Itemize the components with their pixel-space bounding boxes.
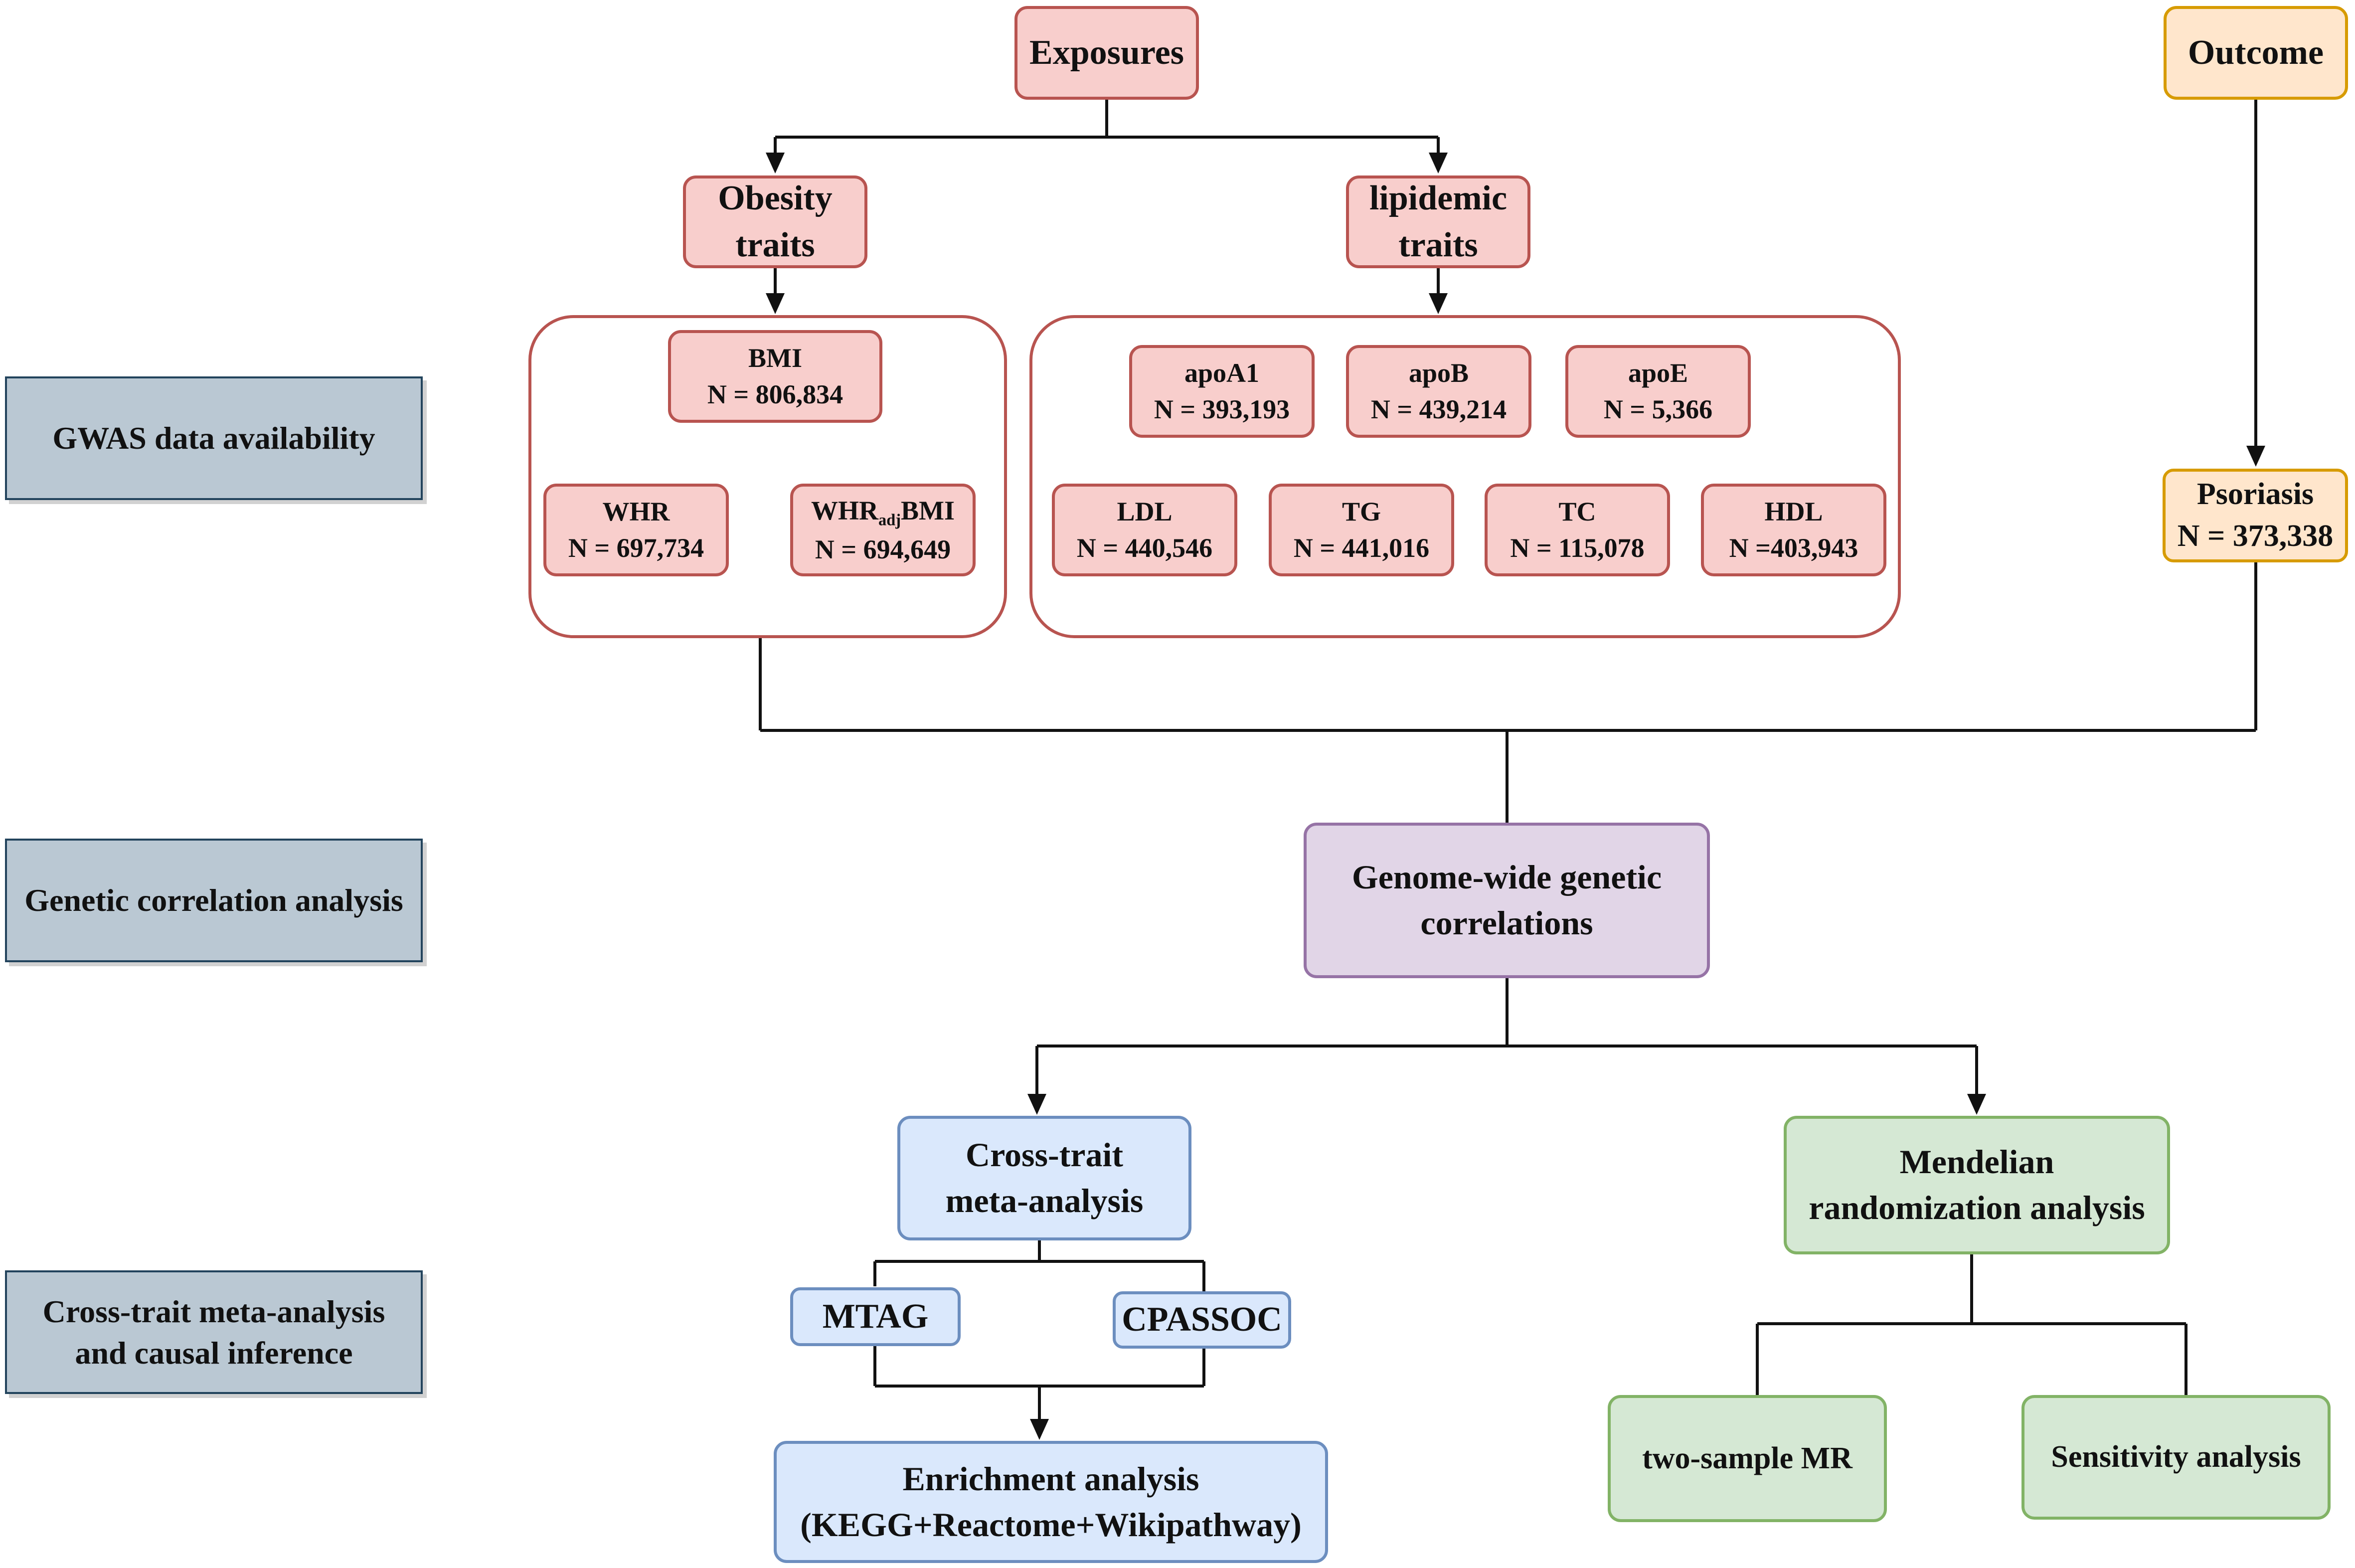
trait-sample-size: N = 694,649	[815, 534, 951, 564]
node-label: Mendelian	[1899, 1143, 2054, 1181]
arrowhead	[1967, 1094, 1986, 1115]
node-label: CPASSOC	[1122, 1300, 1282, 1339]
tc-node: TC N = 115,078	[1485, 484, 1670, 576]
two-sample-mr-node: two-sample MR	[1608, 1395, 1887, 1522]
hdl-node: HDL N =403,943	[1701, 484, 1886, 576]
arrowhead	[1429, 153, 1448, 174]
genome-wide-correlations-node: Genome-wide genetic correlations	[1304, 823, 1710, 978]
node-label: Obesity	[718, 178, 833, 217]
node-label: two-sample MR	[1642, 1441, 1852, 1475]
apoa1-node: apoA1 N = 393,193	[1129, 345, 1315, 438]
mendelian-randomization-node: Mendelian randomization analysis	[1784, 1116, 2170, 1254]
node-label: traits	[1398, 226, 1478, 264]
trait-name: apoB	[1408, 358, 1469, 388]
arrowhead	[1429, 293, 1448, 314]
sensitivity-analysis-node: Sensitivity analysis	[2021, 1395, 2331, 1520]
node-label: Genome-wide genetic	[1351, 858, 1662, 896]
psoriasis-node: Psoriasis N = 373,338	[2163, 469, 2348, 562]
stage-label-gwas: GWAS data availability	[5, 376, 423, 500]
trait-name: LDL	[1117, 497, 1173, 527]
stage-label-cross-trait: Cross-trait meta-analysis and causal inf…	[5, 1270, 423, 1394]
node-label: meta-analysis	[945, 1182, 1144, 1220]
trait-name-suffix: BMI	[901, 495, 955, 525]
trait-name-subscript: adj	[878, 511, 901, 529]
stage-label-text: Genetic correlation analysis	[24, 882, 403, 918]
trait-sample-size: N = 393,193	[1154, 394, 1290, 424]
mtag-node: MTAG	[790, 1287, 961, 1346]
trait-sample-size: N = 115,078	[1510, 533, 1645, 563]
cpassoc-node: CPASSOC	[1113, 1291, 1291, 1349]
arrowhead	[766, 153, 785, 174]
trait-name: HDL	[1764, 497, 1823, 527]
node-label: MTAG	[822, 1297, 929, 1336]
apob-node: apoB N = 439,214	[1346, 345, 1531, 438]
trait-name: WHRadjBMI	[811, 493, 955, 531]
trait-sample-size: N = 806,834	[707, 379, 843, 409]
node-label: correlations	[1420, 904, 1593, 942]
node-label: Exposures	[1029, 33, 1184, 72]
trait-sample-size: N = 373,338	[2177, 519, 2334, 553]
whradjbmi-node: WHRadjBMI N = 694,649	[790, 484, 976, 576]
node-label: Enrichment analysis	[902, 1459, 1199, 1498]
trait-name: WHR	[602, 497, 670, 527]
node-label: traits	[735, 226, 815, 264]
trait-sample-size: N = 439,214	[1370, 394, 1507, 424]
arrowhead	[766, 293, 785, 314]
trait-name: TC	[1558, 497, 1596, 527]
stage-label-text: GWAS data availability	[52, 420, 375, 456]
stage-label-genetic-correlation: Genetic correlation analysis	[5, 839, 423, 962]
trait-sample-size: N = 697,734	[568, 533, 704, 563]
ldl-node: LDL N = 440,546	[1052, 484, 1237, 576]
trait-name: Psoriasis	[2196, 477, 2314, 512]
arrowhead	[1030, 1419, 1049, 1440]
apoe-node: apoE N = 5,366	[1565, 345, 1751, 438]
trait-sample-size: N = 5,366	[1603, 394, 1713, 424]
bmi-node: BMI N = 806,834	[668, 330, 882, 423]
node-label: (KEGG+Reactome+Wikipathway)	[800, 1505, 1302, 1544]
stage-label-text: Cross-trait meta-analysis	[42, 1293, 385, 1329]
node-label: Sensitivity analysis	[2051, 1440, 2301, 1474]
trait-name: BMI	[748, 343, 802, 373]
lipidemic-traits-node: lipidemic traits	[1346, 175, 1530, 268]
obesity-traits-node: Obesity traits	[683, 175, 867, 268]
exposures-node: Exposures	[1014, 6, 1199, 100]
node-label: Outcome	[2187, 33, 2324, 72]
cross-trait-meta-analysis-node: Cross-trait meta-analysis	[897, 1116, 1191, 1240]
trait-name: apoE	[1628, 358, 1688, 388]
arrowhead	[2246, 446, 2265, 467]
trait-sample-size: N = 441,016	[1293, 533, 1430, 563]
node-label: Cross-trait	[966, 1136, 1123, 1174]
tg-node: TG N = 441,016	[1269, 484, 1454, 576]
trait-name-main: WHR	[811, 495, 878, 525]
outcome-node: Outcome	[2164, 6, 2348, 100]
trait-name: apoA1	[1184, 358, 1260, 388]
node-label: randomization analysis	[1809, 1189, 2145, 1226]
stage-label-text: and causal inference	[75, 1335, 353, 1371]
trait-sample-size: N = 440,546	[1076, 533, 1213, 563]
node-label: lipidemic	[1369, 178, 1508, 217]
whr-node: WHR N = 697,734	[543, 484, 729, 576]
enrichment-analysis-node: Enrichment analysis (KEGG+Reactome+Wikip…	[774, 1441, 1328, 1563]
arrowhead	[1027, 1094, 1046, 1115]
trait-sample-size: N =403,943	[1729, 533, 1858, 563]
trait-name: TG	[1342, 497, 1381, 527]
